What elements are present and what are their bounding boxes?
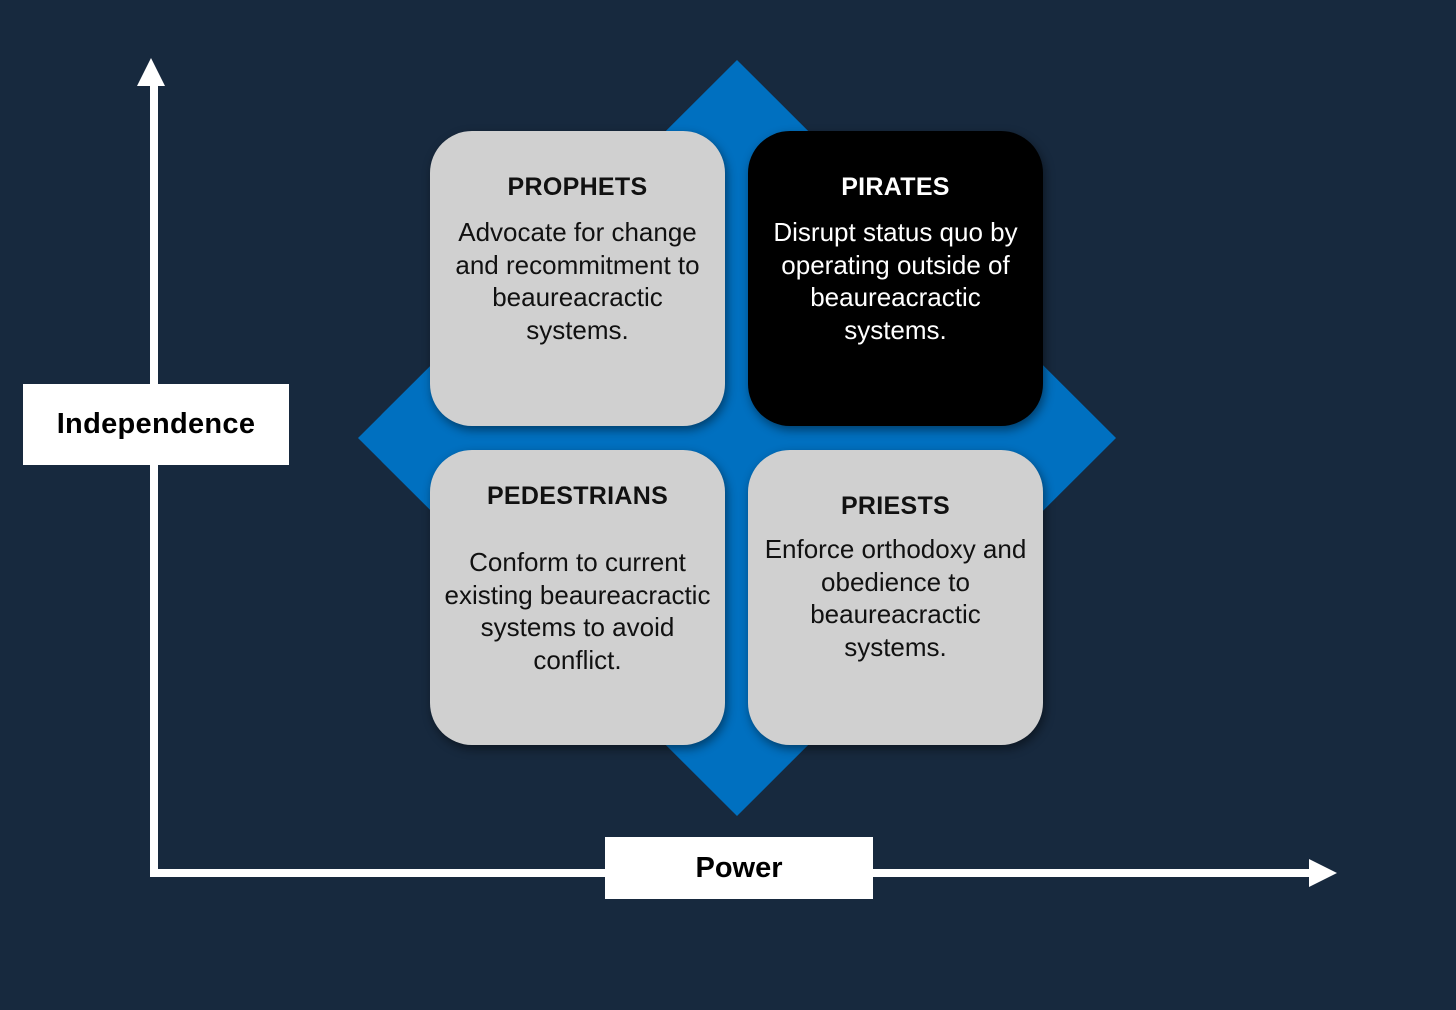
- y-axis-arrowhead: [137, 58, 165, 86]
- quadrant-description: Disrupt status quo by operating outside …: [773, 217, 1018, 345]
- quadrant-description: Advocate for change and recommitment to …: [455, 217, 700, 345]
- quadrant-prophets: PROPHETS Advocate for change and recommi…: [430, 131, 725, 426]
- quadrant-description: Enforce orthodoxy and obedience to beaur…: [764, 534, 1027, 662]
- x-axis-label: Power: [605, 837, 873, 899]
- quadrant-title: PIRATES: [841, 173, 950, 201]
- quadrant-priests: PRIESTS Enforce orthodoxy and obedience …: [748, 450, 1043, 745]
- quadrant-title: PRIESTS: [840, 492, 951, 520]
- y-axis-label: Independence: [23, 384, 289, 465]
- x-axis-arrowhead: [1309, 859, 1337, 887]
- quadrant-title: PEDESTRIANS: [486, 482, 669, 510]
- quadrant-pedestrians: PEDESTRIANS Conform to current existing …: [430, 450, 725, 745]
- quadrant-description: Conform to current existing beaureacract…: [444, 547, 711, 675]
- quadrant-title: PROPHETS: [507, 173, 648, 201]
- quadrant-pirates: PIRATES Disrupt status quo by operating …: [748, 131, 1043, 426]
